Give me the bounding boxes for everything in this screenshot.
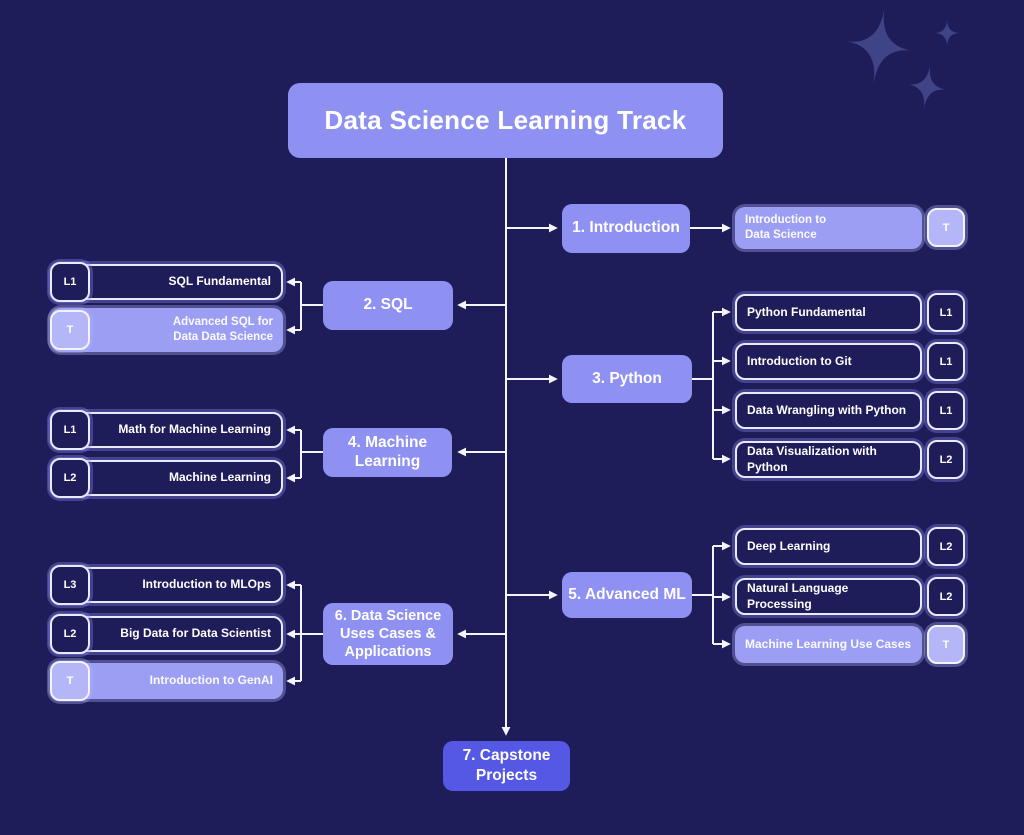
branch-node-ds-use-cases: 6. Data Science Uses Cases & Application… <box>323 603 453 665</box>
diagram-title: Data Science Learning Track <box>288 83 723 158</box>
level-badge: L1 <box>927 342 965 381</box>
branch-node-introduction: 1. Introduction <box>562 204 690 253</box>
level-badge: T <box>927 625 965 664</box>
sparkles-icon <box>845 7 960 110</box>
level-badge: L2 <box>927 577 965 616</box>
level-badge: L1 <box>927 391 965 430</box>
level-badge: T <box>50 661 90 701</box>
level-badge: L1 <box>50 262 90 302</box>
level-badge: L1 <box>927 293 965 332</box>
capstone-node: 7. Capstone Projects <box>443 741 570 791</box>
level-badge: L3 <box>50 565 90 605</box>
course-data-wrangling: Data Wrangling with Python <box>735 392 922 429</box>
sparkle-icon <box>907 64 947 110</box>
sparkle-icon <box>845 7 913 85</box>
level-badge: L2 <box>927 440 965 479</box>
level-badge: L1 <box>50 410 90 450</box>
branch-node-python: 3. Python <box>562 355 692 403</box>
level-badge: T <box>50 310 90 350</box>
branch-node-advanced-ml: 5. Advanced ML <box>562 572 692 618</box>
course-ml-use-cases: Machine Learning Use Cases <box>735 626 922 663</box>
branch-node-machine-learning: 4. Machine Learning <box>323 428 452 477</box>
course-deep-learning: Deep Learning <box>735 528 922 565</box>
level-badge: L2 <box>50 458 90 498</box>
level-badge: L2 <box>927 527 965 566</box>
sparkle-icon <box>934 19 960 47</box>
branch-node-sql: 2. SQL <box>323 281 453 330</box>
course-introduction-to-git: Introduction to Git <box>735 343 922 380</box>
course-introduction-to-data-science: Introduction to Data Science <box>735 207 922 249</box>
level-badge: L2 <box>50 614 90 654</box>
course-python-fundamental: Python Fundamental <box>735 294 922 331</box>
course-nlp: Natural Language Processing <box>735 578 922 615</box>
level-badge: T <box>927 208 965 247</box>
course-data-visualization: Data Visualization with Python <box>735 441 922 478</box>
